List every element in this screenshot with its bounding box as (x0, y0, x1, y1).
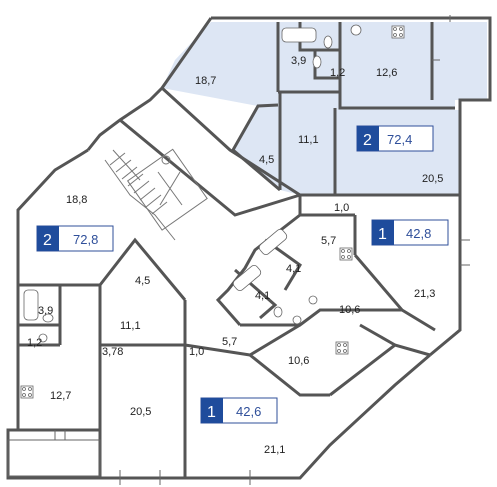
bathtub-icon (281, 27, 317, 43)
room-labels: 18,7 3,9 1,2 12,6 11,1 4,5 20,5 18,8 1,0… (27, 55, 443, 456)
room-area-label: 21,1 (264, 444, 285, 456)
room-area-label: 11,1 (120, 320, 141, 332)
toilet-icon (42, 313, 54, 323)
room-area-label: 18,8 (66, 194, 87, 206)
toilet-icon (323, 35, 333, 49)
sink-icon (292, 315, 302, 325)
windows (7, 15, 470, 485)
apartment-rooms: 2 (363, 132, 372, 149)
room-area-label: 4,1 (255, 290, 270, 302)
stove-icon (20, 385, 34, 399)
bathtub-icon (232, 264, 262, 292)
stove-icon (391, 25, 405, 39)
apartment-rooms: 1 (207, 404, 216, 421)
room-area-label: 10,6 (339, 304, 360, 316)
room-area-label: 3,9 (38, 305, 53, 317)
room-area-label: 5,7 (222, 336, 237, 348)
toilet-icon (312, 55, 322, 69)
toilet-icon (273, 306, 283, 318)
apartment-rooms: 1 (378, 226, 387, 243)
stove-icon (335, 341, 349, 355)
sink-icon (38, 333, 48, 343)
room-area-label: 11,1 (298, 134, 319, 146)
apartment-badge: 1 42,8 (371, 219, 449, 246)
stair-core (104, 148, 208, 241)
apartment-badge: 1 42,6 (200, 397, 278, 424)
room-area-label: 1,2 (27, 337, 42, 349)
room-area-label: 4,5 (259, 154, 274, 166)
apartment-area: 42,6 (236, 404, 261, 419)
room-area-label: 20,5 (130, 406, 151, 418)
apartment-area: 42,8 (406, 226, 431, 241)
room-area-label: 4,5 (135, 275, 150, 287)
room-area-label: 3,9 (291, 55, 306, 67)
bathtub-icon (258, 228, 288, 256)
apartment-area: 72,4 (387, 132, 412, 147)
room-area-label: 4,1 (286, 263, 301, 275)
room-area-label: 12,6 (376, 67, 397, 79)
room-area-label: 10,6 (288, 355, 309, 367)
apartment-badge: 2 72,8 (36, 225, 114, 252)
sink-icon (350, 24, 362, 36)
apartment-badge: 2 72,4 (356, 125, 434, 152)
interior-walls (18, 22, 460, 478)
room-area-label: 20,5 (422, 173, 443, 185)
apartment-rooms: 2 (43, 232, 52, 249)
room-area-label: 1,0 (189, 346, 204, 358)
room-area-label: 21,3 (414, 288, 435, 300)
room-area-label: 12,7 (50, 390, 71, 402)
room-area-label: 18,7 (195, 75, 216, 87)
stove-icon (339, 247, 353, 261)
room-area-label: 5,7 (321, 235, 336, 247)
bathtub-icon (23, 289, 39, 321)
fixtures (20, 24, 405, 399)
room-area-label: 3,78 (102, 346, 123, 358)
sink-icon (308, 295, 318, 305)
apartment-area: 72,8 (73, 232, 98, 247)
room-area-label: 1,2 (330, 67, 345, 79)
room-area-label: 1,0 (334, 202, 349, 214)
